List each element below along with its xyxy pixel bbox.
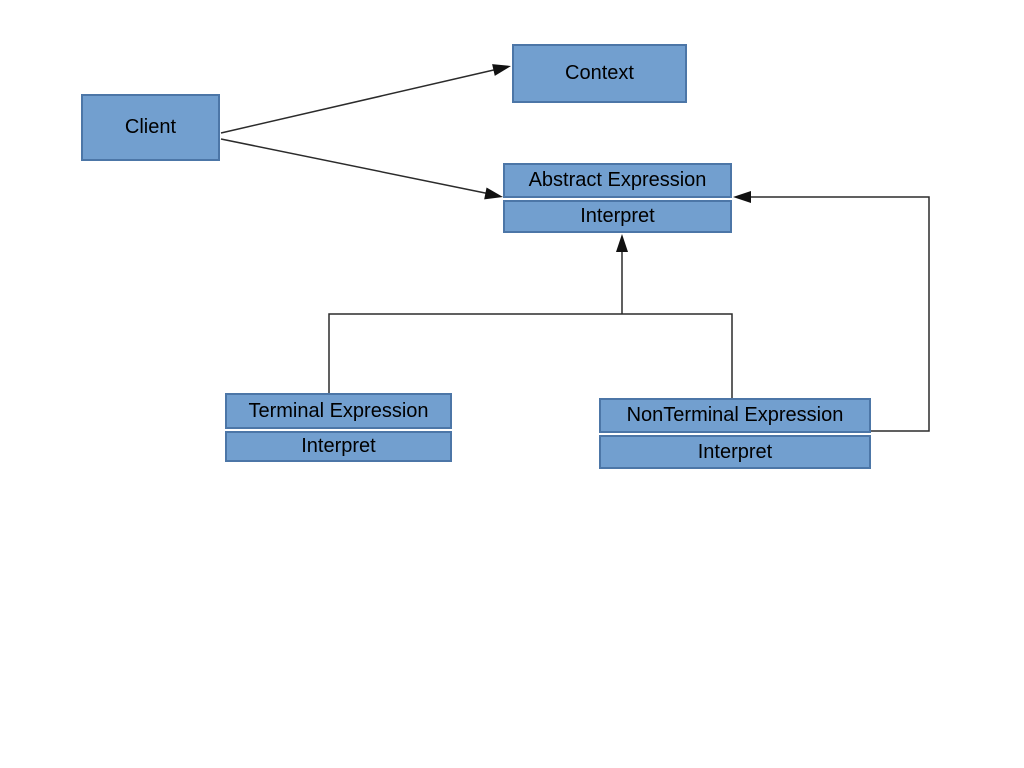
node-client: Client — [81, 94, 220, 161]
node-context: Context — [512, 44, 687, 103]
edge-nonterminal-aggregation-loop — [733, 191, 930, 432]
edge-subclasses-connector — [328, 234, 733, 398]
node-abstract-expression-title: Abstract Expression — [528, 169, 707, 191]
arrowhead-into-abstract-left-icon — [484, 187, 503, 200]
edge-client-context-line — [220, 68, 499, 134]
edge-client-context — [220, 64, 511, 134]
node-nonterminal-expression: NonTerminal Expression Interpret — [599, 398, 871, 469]
node-terminal-expression-title-row: Terminal Expression — [225, 393, 452, 429]
compartment-divider — [225, 429, 452, 431]
node-terminal-expression: Terminal Expression Interpret — [225, 393, 452, 462]
node-terminal-expression-operation: Interpret — [301, 435, 376, 457]
edge-loop-line — [750, 196, 930, 432]
node-terminal-expression-operation-row: Interpret — [225, 431, 452, 462]
node-context-label: Context — [565, 62, 634, 84]
node-client-label: Client — [124, 116, 177, 138]
compartment-divider — [599, 433, 871, 435]
edge-client-abstract-line — [220, 138, 491, 195]
node-nonterminal-expression-operation: Interpret — [697, 440, 773, 463]
compartment-divider — [503, 198, 732, 200]
node-nonterminal-expression-operation-row: Interpret — [599, 435, 871, 469]
node-abstract-expression: Abstract Expression Interpret — [503, 163, 732, 233]
edge-client-abstract-expression — [220, 138, 503, 200]
node-abstract-expression-operation-row: Interpret — [503, 200, 732, 233]
node-nonterminal-expression-title: NonTerminal Expression — [626, 404, 844, 426]
node-terminal-expression-title: Terminal Expression — [248, 399, 429, 422]
arrowhead-into-abstract-bottom-icon — [616, 234, 628, 252]
arrowhead-into-context-icon — [492, 64, 511, 76]
node-abstract-expression-title-row: Abstract Expression — [503, 163, 732, 198]
node-nonterminal-expression-title-row: NonTerminal Expression — [599, 398, 871, 433]
arrowhead-into-abstract-right-icon — [733, 191, 751, 203]
node-abstract-expression-operation: Interpret — [580, 205, 655, 227]
edge-subclasses-staple-line — [328, 313, 733, 398]
